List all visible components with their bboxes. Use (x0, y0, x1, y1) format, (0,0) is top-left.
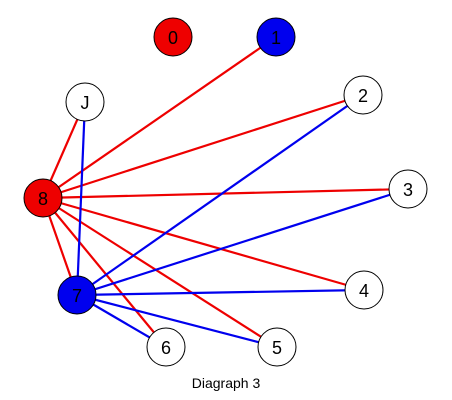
edge-7-2 (76, 94, 364, 296)
node-5: 5 (257, 327, 297, 367)
node-2: 2 (343, 75, 383, 115)
edge-7-3 (76, 187, 409, 297)
node-circle-0 (153, 17, 193, 57)
node-1: 1 (256, 17, 296, 57)
edge-7-J (75, 101, 87, 296)
node-circle-4 (344, 270, 384, 310)
node-4: 4 (344, 270, 384, 310)
node-label-6: 6 (161, 338, 171, 358)
node-label-3: 3 (403, 180, 413, 200)
node-label-0: 0 (168, 28, 178, 48)
node-label-8: 8 (38, 189, 48, 209)
node-label-2: 2 (358, 86, 368, 106)
node-label-1: 1 (271, 28, 281, 48)
edge-7-4 (76, 288, 365, 297)
edge-8-2 (42, 93, 364, 200)
node-J: J (65, 82, 105, 122)
node-6: 6 (146, 327, 186, 367)
node-circle-J (65, 82, 105, 122)
node-circle-1 (256, 17, 296, 57)
edge-7-5 (76, 293, 278, 349)
edge-8-6 (42, 197, 167, 348)
node-3: 3 (388, 169, 428, 209)
node-circle-2 (343, 75, 383, 115)
node-circle-7 (57, 275, 97, 315)
edge-8-5 (42, 197, 278, 348)
edge-8-4 (42, 196, 365, 292)
node-label-J: J (81, 93, 90, 113)
node-7: 7 (57, 275, 97, 315)
nodes-layer: 0 1 2 3 4 5 6 7 8 J (23, 17, 428, 367)
node-8: 8 (23, 178, 63, 218)
node-0: 0 (153, 17, 193, 57)
node-label-4: 4 (359, 281, 369, 301)
node-circle-6 (146, 327, 186, 367)
diagram-caption: Diagraph 3 (192, 375, 261, 391)
node-circle-5 (257, 327, 297, 367)
node-circle-3 (388, 169, 428, 209)
node-label-5: 5 (272, 338, 282, 358)
node-circle-8 (23, 178, 63, 218)
edge-8-3 (42, 187, 409, 200)
node-label-7: 7 (72, 286, 82, 306)
